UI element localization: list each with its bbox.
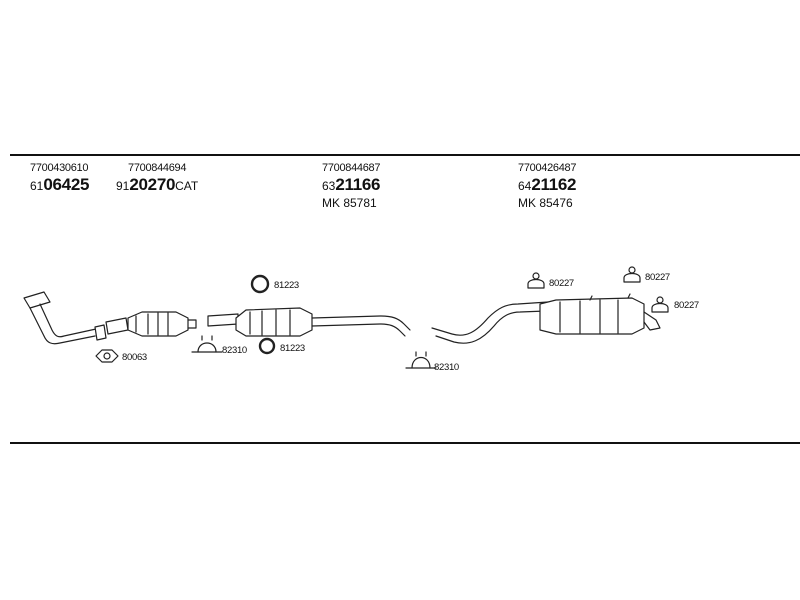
part-main: 20270 (129, 175, 176, 194)
top-rule (10, 154, 800, 156)
mounting-kit-number: MK 85781 (322, 196, 377, 210)
rubber-ring-bottom (258, 337, 276, 355)
mounting-kit-number: MK 85476 (518, 196, 573, 210)
part-prefix: 61 (30, 179, 44, 193)
part-main: 21162 (531, 175, 577, 194)
hanger-3 (651, 296, 669, 313)
part-suffix: CAT (175, 179, 199, 193)
clamp-rear (405, 351, 437, 369)
ring-top-label: 81223 (274, 280, 299, 291)
catalytic-converter (105, 311, 197, 337)
clamp-mid-label: 82310 (222, 345, 247, 356)
rear-silencer (431, 293, 661, 344)
rubber-ring-top (250, 274, 270, 294)
part-column-catalyst: 7700844694 9120270CAT (116, 162, 198, 195)
part-number: 6106425 (30, 176, 89, 195)
front-pipe (23, 291, 107, 345)
middle-silencer (207, 307, 411, 337)
clamp-mid (191, 335, 223, 353)
part-prefix: 63 (322, 179, 336, 193)
hanger-2 (623, 266, 641, 283)
hanger-1-label: 80227 (549, 278, 574, 289)
part-number: 6421162 (518, 175, 577, 195)
gasket (95, 349, 119, 363)
bottom-rule (10, 442, 800, 444)
ring-bottom-label: 81223 (280, 343, 305, 354)
part-number: 6321166 (322, 175, 381, 195)
oe-number: 7700426487 (518, 162, 577, 174)
part-prefix: 91 (116, 179, 130, 193)
gasket-label: 80063 (122, 352, 147, 363)
part-column-rear-silencer: 7700426487 6421162 MK 85476 (518, 162, 577, 210)
part-number: 9120270CAT (116, 176, 198, 195)
oe-number: 7700430610 (30, 162, 89, 174)
clamp-rear-label: 82310 (434, 362, 459, 373)
part-main: 06425 (43, 175, 90, 194)
hanger-2-label: 80227 (645, 272, 670, 283)
hanger-3-label: 80227 (674, 300, 699, 311)
part-column-middle-silencer: 7700844687 6321166 MK 85781 (322, 162, 381, 210)
oe-number: 7700844687 (322, 162, 381, 174)
oe-number: 7700844694 (128, 162, 187, 174)
part-main: 21166 (335, 175, 381, 194)
hanger-1 (527, 272, 545, 289)
part-prefix: 64 (518, 179, 532, 193)
part-column-front-pipe: 7700430610 6106425 (30, 162, 89, 195)
